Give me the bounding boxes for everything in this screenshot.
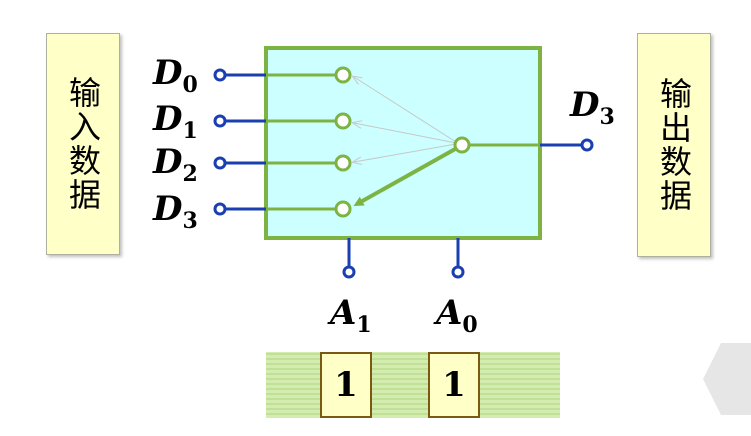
inner-wires [266,73,336,211]
output-terminal [580,138,594,152]
contact-d0 [334,66,352,84]
address-bit-a0: 1 [428,352,480,418]
label-a1: A1 [330,293,372,338]
output-data-label: 输出数据 [637,33,711,257]
ghost-path-d2 [354,143,457,162]
ghost-path-d0 [354,77,457,143]
label-output: D3 [570,85,615,130]
mux-box [264,46,542,240]
unselected-paths [354,77,457,162]
contact-d1 [334,112,352,130]
terminal-d2 [213,156,227,170]
switch-contacts [334,66,352,218]
terminal-d3 [213,202,227,216]
terminal-a1 [342,265,356,279]
label-d0: D0 [153,53,198,98]
label-d3: D3 [153,189,198,234]
switch-pivot [453,136,471,154]
terminal-d0 [213,68,227,82]
contact-d3 [334,200,352,218]
input-wires [222,73,266,211]
address-bit-strip [266,352,560,418]
input-data-label: 输入数据 [46,33,120,255]
terminal-d1 [213,114,227,128]
label-d2: D2 [153,142,198,187]
terminal-a0 [451,265,465,279]
contact-d2 [334,154,352,172]
ghost-path-d1 [354,123,457,144]
label-d1: D1 [153,99,198,144]
input-terminals [213,68,227,216]
switch-arm [353,146,458,206]
label-a0: A0 [436,293,478,338]
address-bit-a1: 1 [320,352,372,418]
